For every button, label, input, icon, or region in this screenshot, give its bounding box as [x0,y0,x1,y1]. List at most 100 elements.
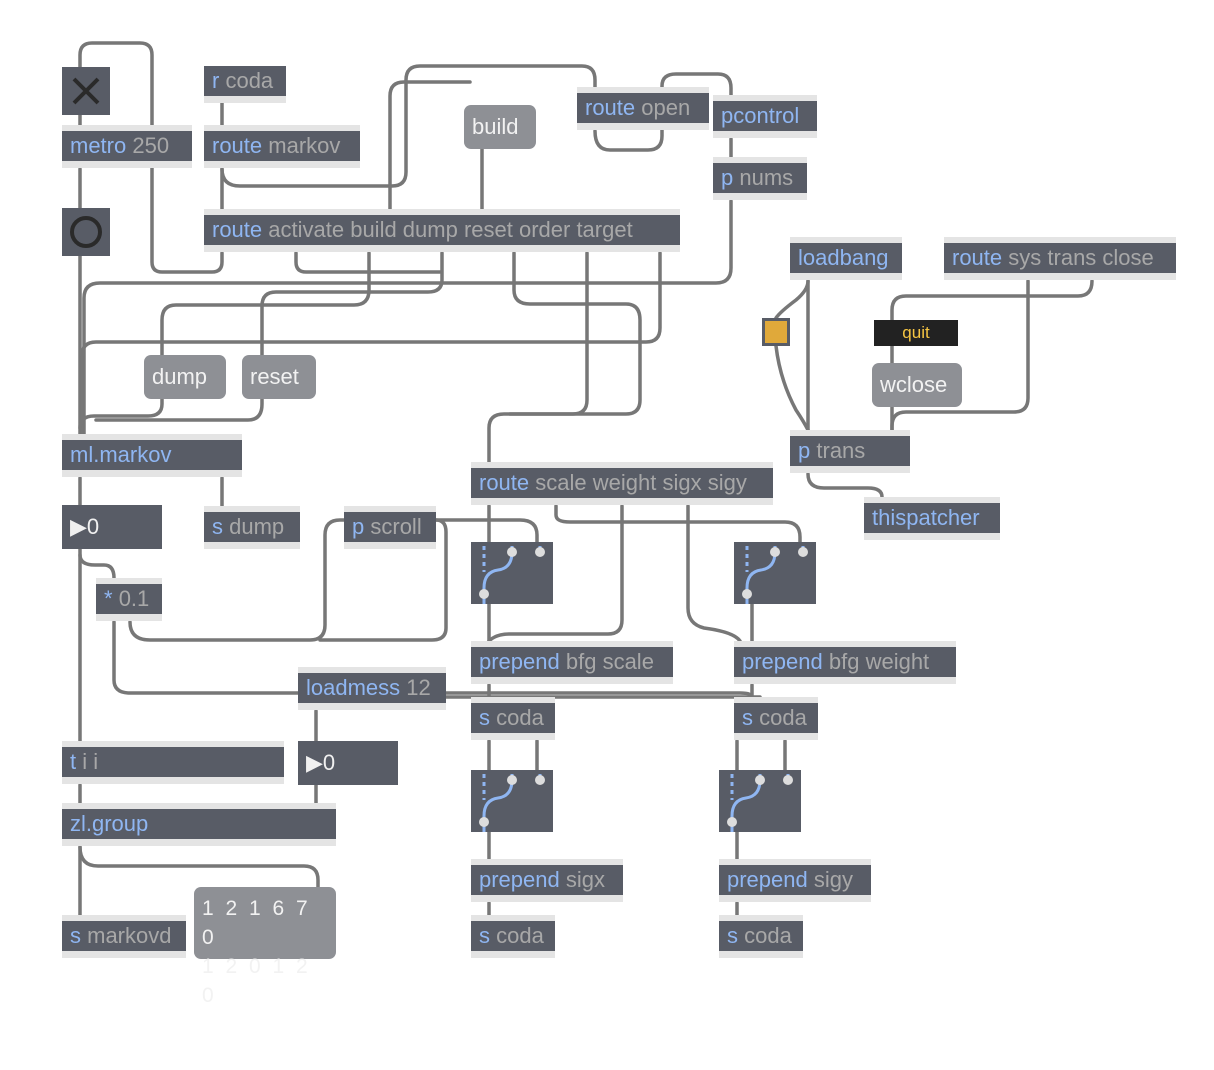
object-route-sys-trans-close[interactable]: route sys trans close [944,237,1176,280]
object-args: coda [225,68,274,93]
object-args: scale weight sigx sigy [535,470,747,495]
number-value: 0 [86,514,100,539]
number-value: 0 [322,750,336,775]
object-s-markovd[interactable]: s markovd [62,915,186,958]
object-t-i-i[interactable]: t i i [62,741,284,784]
message-build[interactable]: build [464,105,536,149]
object-p-trans[interactable]: p trans [790,430,910,473]
object-prepend-sigy[interactable]: prepend sigy [719,859,871,902]
patch-cord[interactable] [554,504,802,547]
number-box[interactable]: ▶0 [298,741,398,785]
object-class: prepend [479,649,560,674]
patch-cord[interactable] [686,504,742,643]
gswitch2[interactable] [719,770,801,832]
object-class: pcontrol [721,103,800,128]
object-thispatcher[interactable]: thispatcher [864,497,1000,540]
object-s-coda[interactable]: s coda [471,697,555,740]
object-route-activate-build-dump-reset-order-target[interactable]: route activate build dump reset order ta… [204,209,680,252]
bang-button[interactable] [62,208,110,256]
patch-cord[interactable] [160,251,371,357]
toggle[interactable] [62,67,110,115]
switch-routing-icon [479,546,545,604]
object-s-coda[interactable]: s coda [719,915,803,958]
object-metro-250[interactable]: metro 250 [62,125,192,168]
object-class: prepend [727,867,808,892]
object-loadmess-12[interactable]: loadmess 12 [298,667,446,710]
list-line-1: 1 2 1 6 7 0 [202,897,311,949]
object-r-coda[interactable]: r coda [204,66,286,103]
patch-cord[interactable] [94,397,264,422]
loadbang-button[interactable] [762,318,790,346]
object-route-markov[interactable]: route markov [204,125,360,168]
object-args: 12 [406,675,431,700]
object-args: 0.1 [118,586,150,611]
gswitch2[interactable] [471,542,553,604]
object-args: dump [229,514,285,539]
object--0.1[interactable]: * 0.1 [96,578,162,621]
object-zl.group[interactable]: zl.group [62,803,336,846]
switch-routing-icon [742,546,808,604]
object-args: sys trans close [1008,245,1154,270]
gswitch2[interactable] [471,770,553,832]
object-args: coda [744,923,792,948]
object-s-coda[interactable]: s coda [471,915,555,958]
patch-cord[interactable] [80,251,662,436]
object-loadbang[interactable]: loadbang [790,237,902,280]
object-args: open [641,95,691,120]
object-ml.markov[interactable]: ml.markov [62,434,242,477]
patch-cord[interactable] [774,344,810,432]
object-class: route [212,217,263,242]
object-class: s [479,923,490,948]
number-arrow-icon: ▶ [306,750,323,775]
object-prepend-sigx[interactable]: prepend sigx [471,859,623,902]
object-class: metro [70,133,127,158]
patch-cord[interactable] [890,279,1094,322]
object-class: s [727,923,738,948]
object-class: route [585,95,636,120]
message-dump[interactable]: dump [144,355,226,399]
bang-circle-icon [70,216,102,248]
message-wclose[interactable]: wclose [872,363,962,407]
object-prepend-bfg-weight[interactable]: prepend bfg weight [734,641,956,684]
number-box[interactable]: ▶0 [62,505,162,549]
patch-cord[interactable] [774,279,810,320]
patch-cord[interactable] [78,553,116,580]
object-args: scroll [370,514,422,539]
patch-cord[interactable] [78,845,320,889]
object-class: p [798,438,811,463]
object-class: prepend [479,867,560,892]
patch-cord[interactable] [78,397,164,430]
object-class: r [212,68,220,93]
patch-cord[interactable] [806,472,884,499]
patch-cord[interactable] [260,251,444,357]
object-args: nums [739,165,794,190]
message-quit[interactable]: quit [874,320,958,346]
object-s-coda[interactable]: s coda [734,697,818,740]
object-route-scale-weight-sigx-sigy[interactable]: route scale weight sigx sigy [471,462,773,505]
object-args: sigy [813,867,853,892]
patch-cord[interactable] [487,251,642,464]
object-args: markovd [87,923,172,948]
patch-cord[interactable] [388,80,472,211]
object-class: route [952,245,1003,270]
gswitch2[interactable] [734,542,816,604]
message-reset[interactable]: reset [242,355,316,399]
object-args: i i [82,749,99,774]
object-prepend-bfg-scale[interactable]: prepend bfg scale [471,641,673,684]
object-args: trans [816,438,866,463]
patch-cord[interactable] [890,279,1030,432]
object-class: route [212,133,263,158]
object-args: coda [496,705,544,730]
object-p-scroll[interactable]: p scroll [344,506,436,549]
object-class: loadmess [306,675,401,700]
object-p-nums[interactable]: p nums [713,157,807,200]
patch-cord[interactable] [508,251,589,416]
object-route-open[interactable]: route open [577,87,709,130]
patch-cord[interactable] [294,251,442,274]
number-arrow-icon: ▶ [70,514,87,539]
object-class: s [70,923,81,948]
object-s-dump[interactable]: s dump [204,506,300,549]
object-class: * [104,586,113,611]
object-pcontrol[interactable]: pcontrol [713,95,817,138]
